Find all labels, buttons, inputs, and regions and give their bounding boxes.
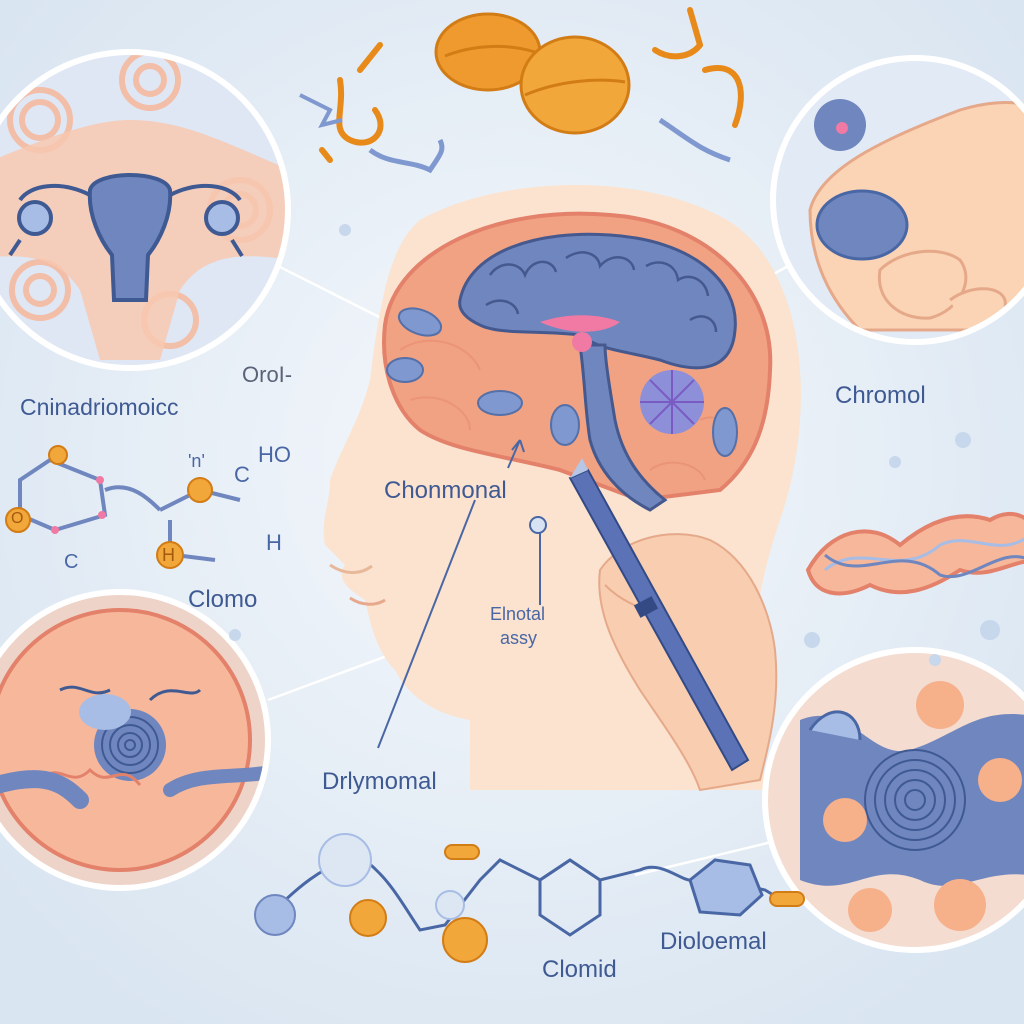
molecule-icon-top-right [652,7,744,128]
atom-label-n: 'n' [188,451,205,471]
finger-icon [808,99,1024,332]
atom-label-h-bottom: H [266,530,282,555]
pill-icon [434,12,631,135]
label-top-left-partial: OroI- [242,362,293,387]
molecule-icon-bottom [254,833,805,963]
label-bottom-center-word: Drlymomal [322,768,437,795]
cell-panel [0,589,271,891]
label-pen-note-line1: Elnotal [490,604,546,624]
dna-strand-icon [805,512,1024,596]
label-pen-note-line2: assy [500,628,538,648]
atom-label-c-top: C [234,462,250,487]
probe-dot [529,516,547,534]
pen-icon [568,458,750,772]
label-right-word: Chromol [835,382,926,409]
atom-label-ho: HO [258,442,291,467]
nose-shadow [329,563,373,575]
lip-line [349,596,386,606]
label-center-word: Chonmonal [384,477,507,504]
atom-markers-small [51,476,106,534]
squiggle-icon-3 [658,117,731,163]
uterus-panel [0,49,291,371]
pointer-arrow-1 [507,439,525,469]
atom-markers-left [5,445,213,569]
label-left-lower-word: Clomo [188,586,258,613]
atom-label-c-left: C [64,551,79,573]
pointer-line [377,499,476,749]
molecule-icon-top-left [319,42,384,163]
squiggle-icon-2 [368,138,445,174]
uterus-icon [8,173,244,302]
tissue-panel [762,647,1024,953]
atom-label-h-orange: H [162,545,175,565]
label-bottom-word: Clomid [542,956,617,983]
label-left-word: Cninadriomoicc [20,394,179,420]
cell-icon [0,608,268,872]
droplets [229,224,1000,666]
label-bottom-right-word: Dioloemal [660,928,767,955]
cerebellum [640,370,704,434]
atom-label-o-orange: O [11,510,24,527]
squiggle-icon [299,93,343,129]
finger-panel [770,55,1024,345]
brain-icon [382,211,773,512]
